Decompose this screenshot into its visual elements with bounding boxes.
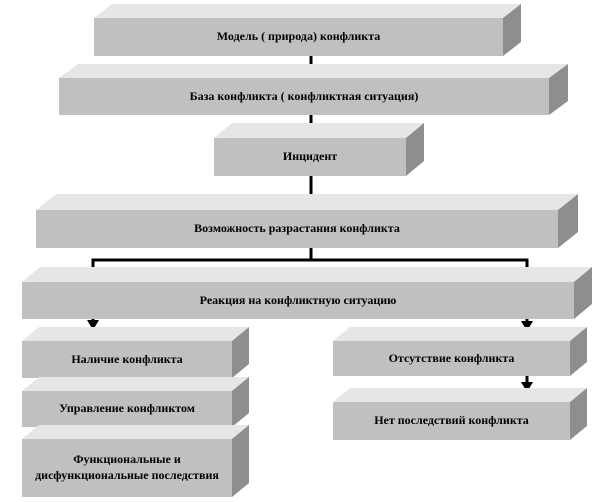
box-reaction-label: Реакция на конфликтную ситуацию bbox=[22, 282, 574, 319]
box-presence: Наличие конфликта bbox=[22, 327, 249, 378]
box-model: Модель ( природа) конфликта bbox=[94, 4, 521, 56]
box-base: База конфликта ( конфликтная ситуация) bbox=[59, 64, 568, 115]
arrowhead-absence bbox=[521, 321, 533, 331]
box-presence-label: Наличие конфликта bbox=[22, 341, 232, 378]
box-absence: Отсутствие конфликта bbox=[333, 327, 587, 376]
arrowhead-no-consequences bbox=[521, 382, 533, 392]
box-model-label: Модель ( природа) конфликта bbox=[94, 18, 503, 56]
box-base-label: База конфликта ( конфликтная ситуация) bbox=[59, 78, 549, 115]
box-consequences-label: Функциональные и дисфункциональные после… bbox=[22, 439, 232, 497]
box-management-label: Управление конфликтом bbox=[22, 391, 232, 427]
box-absence-label: Отсутствие конфликта bbox=[333, 341, 570, 376]
box-incident: Инцидент bbox=[214, 123, 424, 176]
box-no-consequences: Нет последствий конфликта bbox=[333, 388, 587, 440]
arrowhead-presence bbox=[87, 320, 99, 330]
box-incident-label: Инцидент bbox=[214, 138, 406, 176]
box-management: Управление конфликтом bbox=[22, 377, 249, 427]
box-consequences: Функциональные и дисфункциональные после… bbox=[22, 425, 249, 497]
box-no-consequences-label: Нет последствий конфликта bbox=[333, 402, 570, 440]
box-reaction: Реакция на конфликтную ситуацию bbox=[22, 267, 592, 319]
box-escalation: Возможность разрастания конфликта bbox=[36, 194, 578, 248]
box-escalation-label: Возможность разрастания конфликта bbox=[36, 210, 558, 248]
connector-escalation-branch bbox=[91, 258, 529, 269]
